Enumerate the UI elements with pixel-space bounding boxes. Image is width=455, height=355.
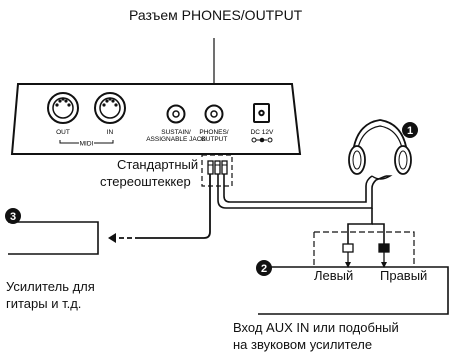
phones-output-jack — [204, 104, 224, 124]
cable-to-amplifier — [347, 208, 385, 244]
badge-2: 2 — [256, 260, 272, 276]
svg-text:2: 2 — [261, 263, 267, 275]
guitar-amp-label-line1: Усилитель для — [6, 279, 95, 294]
sustain-label-2: ASSIGNABLE JACK — [146, 136, 206, 143]
svg-text:3: 3 — [10, 211, 16, 223]
dc-power-jack — [253, 103, 270, 123]
stereo-plug-icon — [207, 160, 228, 175]
rca-plug-right-icon — [378, 243, 390, 268]
sustain-jack — [166, 104, 186, 124]
plug-label-line2: стереоштеккер — [100, 174, 191, 189]
left-channel-label: Левый — [314, 268, 354, 283]
guitar-amp-label-line2: гитары и т.д. — [6, 296, 82, 311]
svg-text:1: 1 — [407, 125, 413, 137]
amp-inputs-dashed-box — [313, 231, 415, 267]
rca-plug-left-icon — [342, 243, 354, 268]
aux-label-line2: на звуковом усилителе — [233, 337, 373, 352]
right-channel-label: Правый — [380, 268, 428, 283]
arrow-left-icon — [108, 233, 116, 243]
midi-out-label: OUT — [56, 129, 70, 136]
phones-label-2: OUTPUT — [201, 136, 228, 143]
guitar-amp-box — [8, 221, 99, 255]
midi-group-label: MIDI — [80, 141, 94, 148]
dc-label: DC 12V — [251, 129, 274, 136]
phones-label-1: PHONES/ — [199, 129, 228, 136]
headphones-icon — [348, 119, 412, 180]
badge-1: 1 — [402, 122, 418, 138]
plug-label-line1: Стандартный — [117, 157, 199, 172]
badge-3: 3 — [5, 208, 21, 224]
page-title: Разъем PHONES/OUTPUT — [129, 7, 303, 23]
cable-to-guitar-amp — [140, 174, 211, 239]
audio-amp-box — [258, 266, 449, 315]
sustain-label-1: SUSTAIN/ — [161, 129, 191, 136]
aux-label-line1: Вход AUX IN или подобный — [233, 320, 399, 335]
rear-panel — [10, 83, 302, 155]
midi-out-jack — [47, 92, 79, 124]
cable-to-headphones — [217, 174, 387, 209]
midi-in-label: IN — [107, 129, 114, 136]
dc-polarity-icon — [251, 137, 273, 143]
midi-in-jack — [94, 92, 126, 124]
plug-dashed-box — [201, 154, 233, 187]
